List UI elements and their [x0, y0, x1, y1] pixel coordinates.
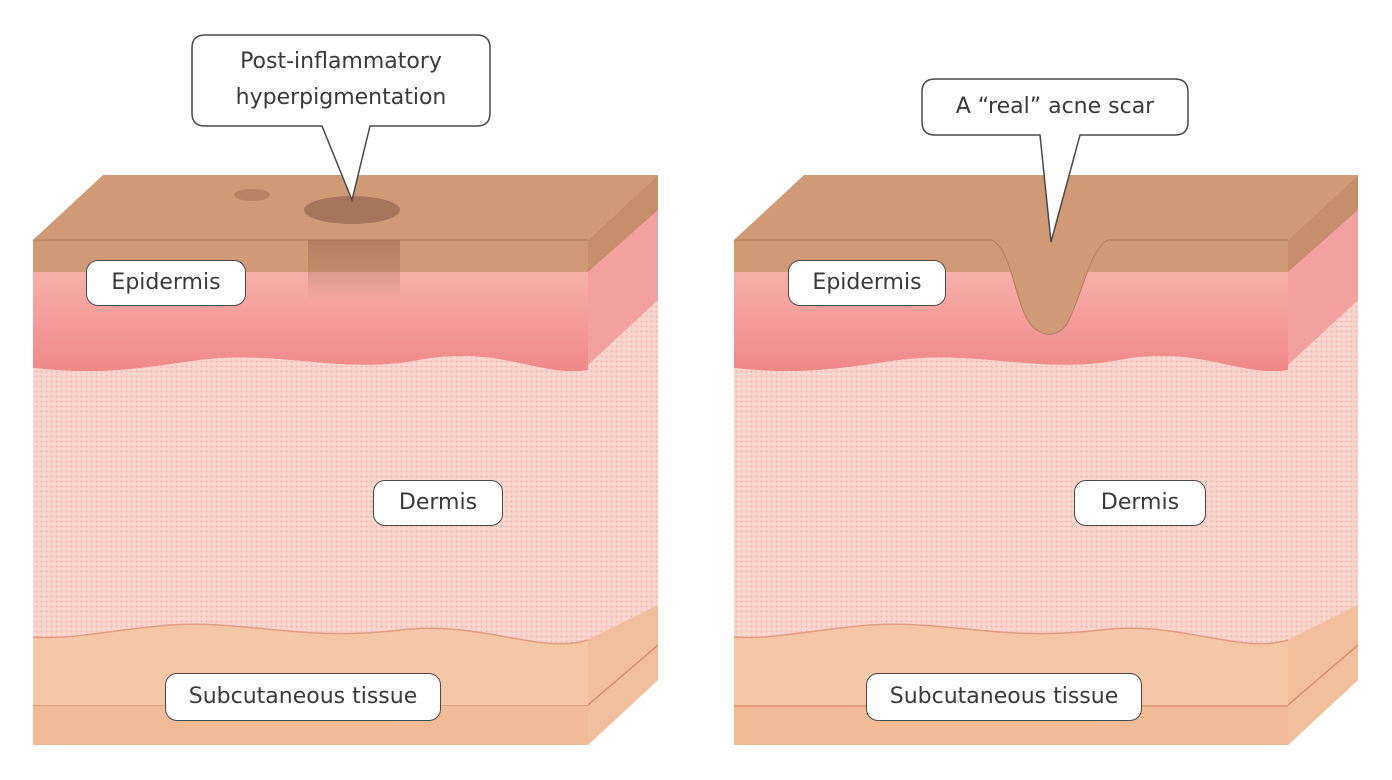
right-side-epidermis: [1288, 175, 1358, 272]
left-callout-bubble: [191, 34, 491, 203]
right-subcut-label: Subcutaneous tissue: [866, 673, 1142, 721]
right-side-dermis: [1288, 300, 1358, 640]
left-callout-text: Post-inflammatory hyperpigmentation: [192, 44, 490, 116]
right-epidermis-label: Epidermis: [788, 260, 946, 306]
right-skin-block: [733, 175, 1359, 745]
acne-scar-depression: [992, 240, 1108, 335]
right-dermis-layer: [734, 356, 1288, 644]
left-dermis-layer: [33, 356, 588, 644]
right-callout-bubble: [921, 78, 1189, 243]
left-callout-line-1: Post-inflammatory: [240, 49, 442, 74]
left-callout-line-2: hyperpigmentation: [235, 85, 447, 110]
pigment-spot-small: [234, 189, 270, 201]
right-side-pink: [1288, 210, 1358, 365]
pigment-column: [308, 240, 400, 300]
left-subcut-label: Subcutaneous tissue: [165, 673, 441, 721]
pigment-spot-large: [304, 196, 400, 224]
right-top-face: [734, 175, 1358, 240]
right-callout-text: A “real” acne scar: [955, 94, 1155, 119]
right-dermis-label: Dermis: [1074, 480, 1206, 526]
left-epidermis-label: Epidermis: [86, 260, 246, 306]
left-dermis-label: Dermis: [373, 480, 503, 526]
left-side-dermis: [588, 300, 658, 640]
left-side-pink: [588, 210, 658, 365]
left-side-epidermis: [588, 175, 658, 272]
